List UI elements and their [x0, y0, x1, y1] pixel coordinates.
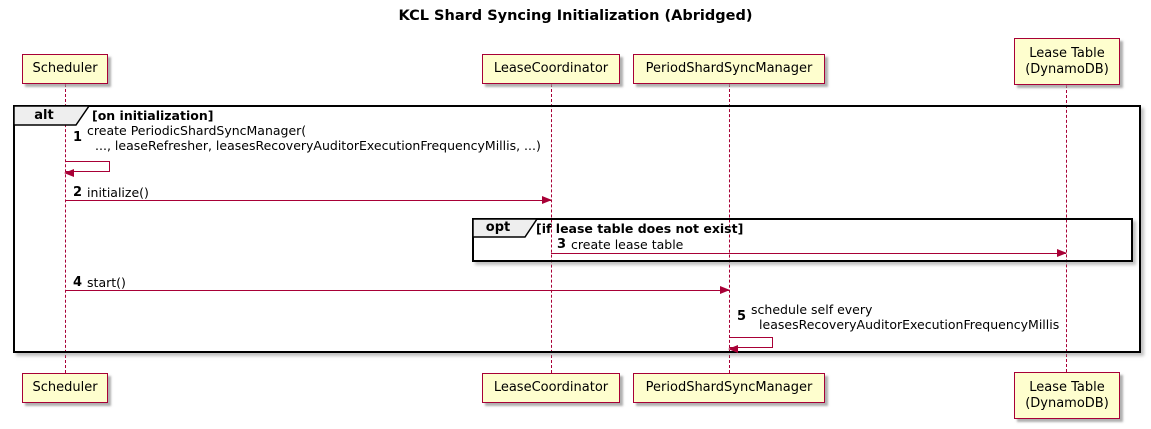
message-3-number: 3: [557, 237, 567, 252]
message-1-label: 1 create PeriodicShardSyncManager( ..., …: [73, 123, 541, 153]
message-5-text-line2: leasesRecoveryAuditorExecutionFrequencyM…: [759, 316, 1060, 332]
participant-scheduler-top: Scheduler: [22, 54, 108, 84]
participant-label: Lease Table: [1029, 379, 1105, 395]
message-2-number: 2: [73, 185, 83, 200]
arrowhead-right-icon: [542, 196, 552, 204]
message-2-label: 2 initialize(): [73, 185, 149, 201]
opt-frame-tab: [472, 218, 539, 238]
message-3-arrow: [551, 249, 1067, 257]
arrowhead-right-icon: [720, 286, 730, 294]
arrowhead-left-icon: [728, 344, 738, 353]
alt-keyword: alt: [34, 108, 54, 123]
lifeline-leasetable: [1066, 85, 1067, 372]
opt-guard: [if lease table does not exist]: [536, 221, 744, 236]
message-5-text-line1: schedule self every: [751, 302, 873, 317]
message-1-text-line1: create PeriodicShardSyncManager(: [87, 123, 307, 138]
message-1-text-line2: ..., leaseRefresher, leasesRecoveryAudit…: [95, 137, 541, 153]
participant-label: PeriodShardSyncManager: [645, 380, 813, 395]
participant-label: PeriodShardSyncManager: [645, 61, 813, 76]
message-5-number: 5: [737, 309, 747, 325]
lifeline-scheduler: [64, 84, 66, 373]
message-4-number: 4: [73, 275, 83, 290]
message-1-number: 1: [73, 130, 83, 146]
message-3-label: 3 create lease table: [557, 237, 684, 253]
lifeline-periodshardsyncmanager: [728, 84, 730, 373]
message-1-self-arrow: [64, 161, 110, 177]
participant-leasetable-top: Lease Table (DynamoDB): [1014, 38, 1120, 85]
arrowhead-right-icon: [1057, 249, 1067, 257]
participant-label: LeaseCoordinator: [493, 380, 609, 395]
message-3-text: create lease table: [571, 237, 684, 252]
alt-frame-tab: [13, 105, 91, 126]
message-4-arrow: [65, 286, 730, 294]
participant-scheduler-bottom: Scheduler: [22, 373, 108, 403]
participant-periodshardsyncmanager-bottom: PeriodShardSyncManager: [633, 373, 825, 403]
opt-keyword: opt: [485, 220, 511, 235]
participant-label: LeaseCoordinator: [493, 61, 609, 76]
message-4-label: 4 start(): [73, 275, 126, 291]
message-5-label: 5 schedule self every leasesRecoveryAudi…: [737, 302, 1060, 332]
participant-label: Lease Table: [1029, 45, 1105, 61]
message-2-text: initialize(): [87, 185, 149, 200]
participant-label: Scheduler: [32, 380, 98, 395]
message-2-arrow: [65, 196, 552, 204]
participant-leasecoordinator-bottom: LeaseCoordinator: [482, 373, 620, 403]
opt-frame: [472, 218, 1133, 262]
participant-periodshardsyncmanager-top: PeriodShardSyncManager: [633, 54, 825, 84]
arrowhead-left-icon: [64, 168, 74, 177]
diagram-title: KCL Shard Syncing Initialization (Abridg…: [398, 8, 753, 24]
participant-label: Scheduler: [32, 61, 98, 76]
lifeline-leasecoordinator: [550, 84, 552, 373]
message-5-self-arrow: [728, 337, 773, 353]
participant-leasecoordinator-top: LeaseCoordinator: [482, 54, 620, 84]
message-4-text: start(): [87, 275, 126, 290]
participant-label: (DynamoDB): [1025, 61, 1109, 77]
participant-label: (DynamoDB): [1025, 395, 1109, 411]
participant-leasetable-bottom: Lease Table (DynamoDB): [1014, 372, 1120, 419]
alt-guard: [on initialization]: [92, 108, 214, 123]
alt-frame: [13, 105, 1141, 353]
